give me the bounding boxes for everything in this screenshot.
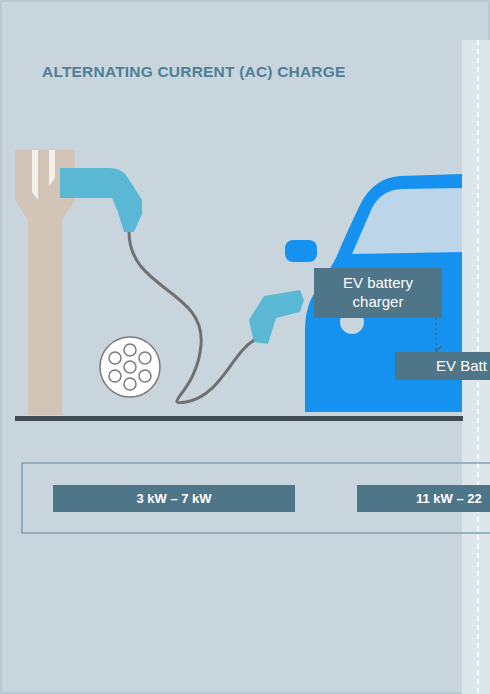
- power-band: 3 kW – 7 kW: [53, 485, 295, 512]
- connector-icon: [100, 337, 160, 397]
- ground-line: [15, 416, 463, 421]
- node-label: 3 kW – 7 kW: [53, 491, 295, 507]
- node-label: 11 kW – 22: [416, 491, 490, 507]
- connector-pins: [109, 344, 151, 390]
- post-slit: [32, 150, 38, 200]
- car-plug: [249, 290, 304, 344]
- power-band: 11 kW – 22: [357, 485, 490, 512]
- car-mirror: [285, 240, 317, 262]
- node-label: EV battery charger: [319, 274, 437, 312]
- node-label: EV Batt: [436, 357, 490, 376]
- dotted-arrow: [435, 318, 436, 351]
- component-box: EV Batt: [395, 352, 490, 380]
- post-slit: [49, 150, 55, 186]
- diagram-title: ALTERNATING CURRENT (AC) CHARGE: [42, 63, 346, 81]
- holstered-plug: [60, 168, 142, 232]
- power-range-frame: [22, 463, 490, 533]
- component-box: EV battery charger: [314, 268, 442, 318]
- car-windshield: [352, 188, 462, 254]
